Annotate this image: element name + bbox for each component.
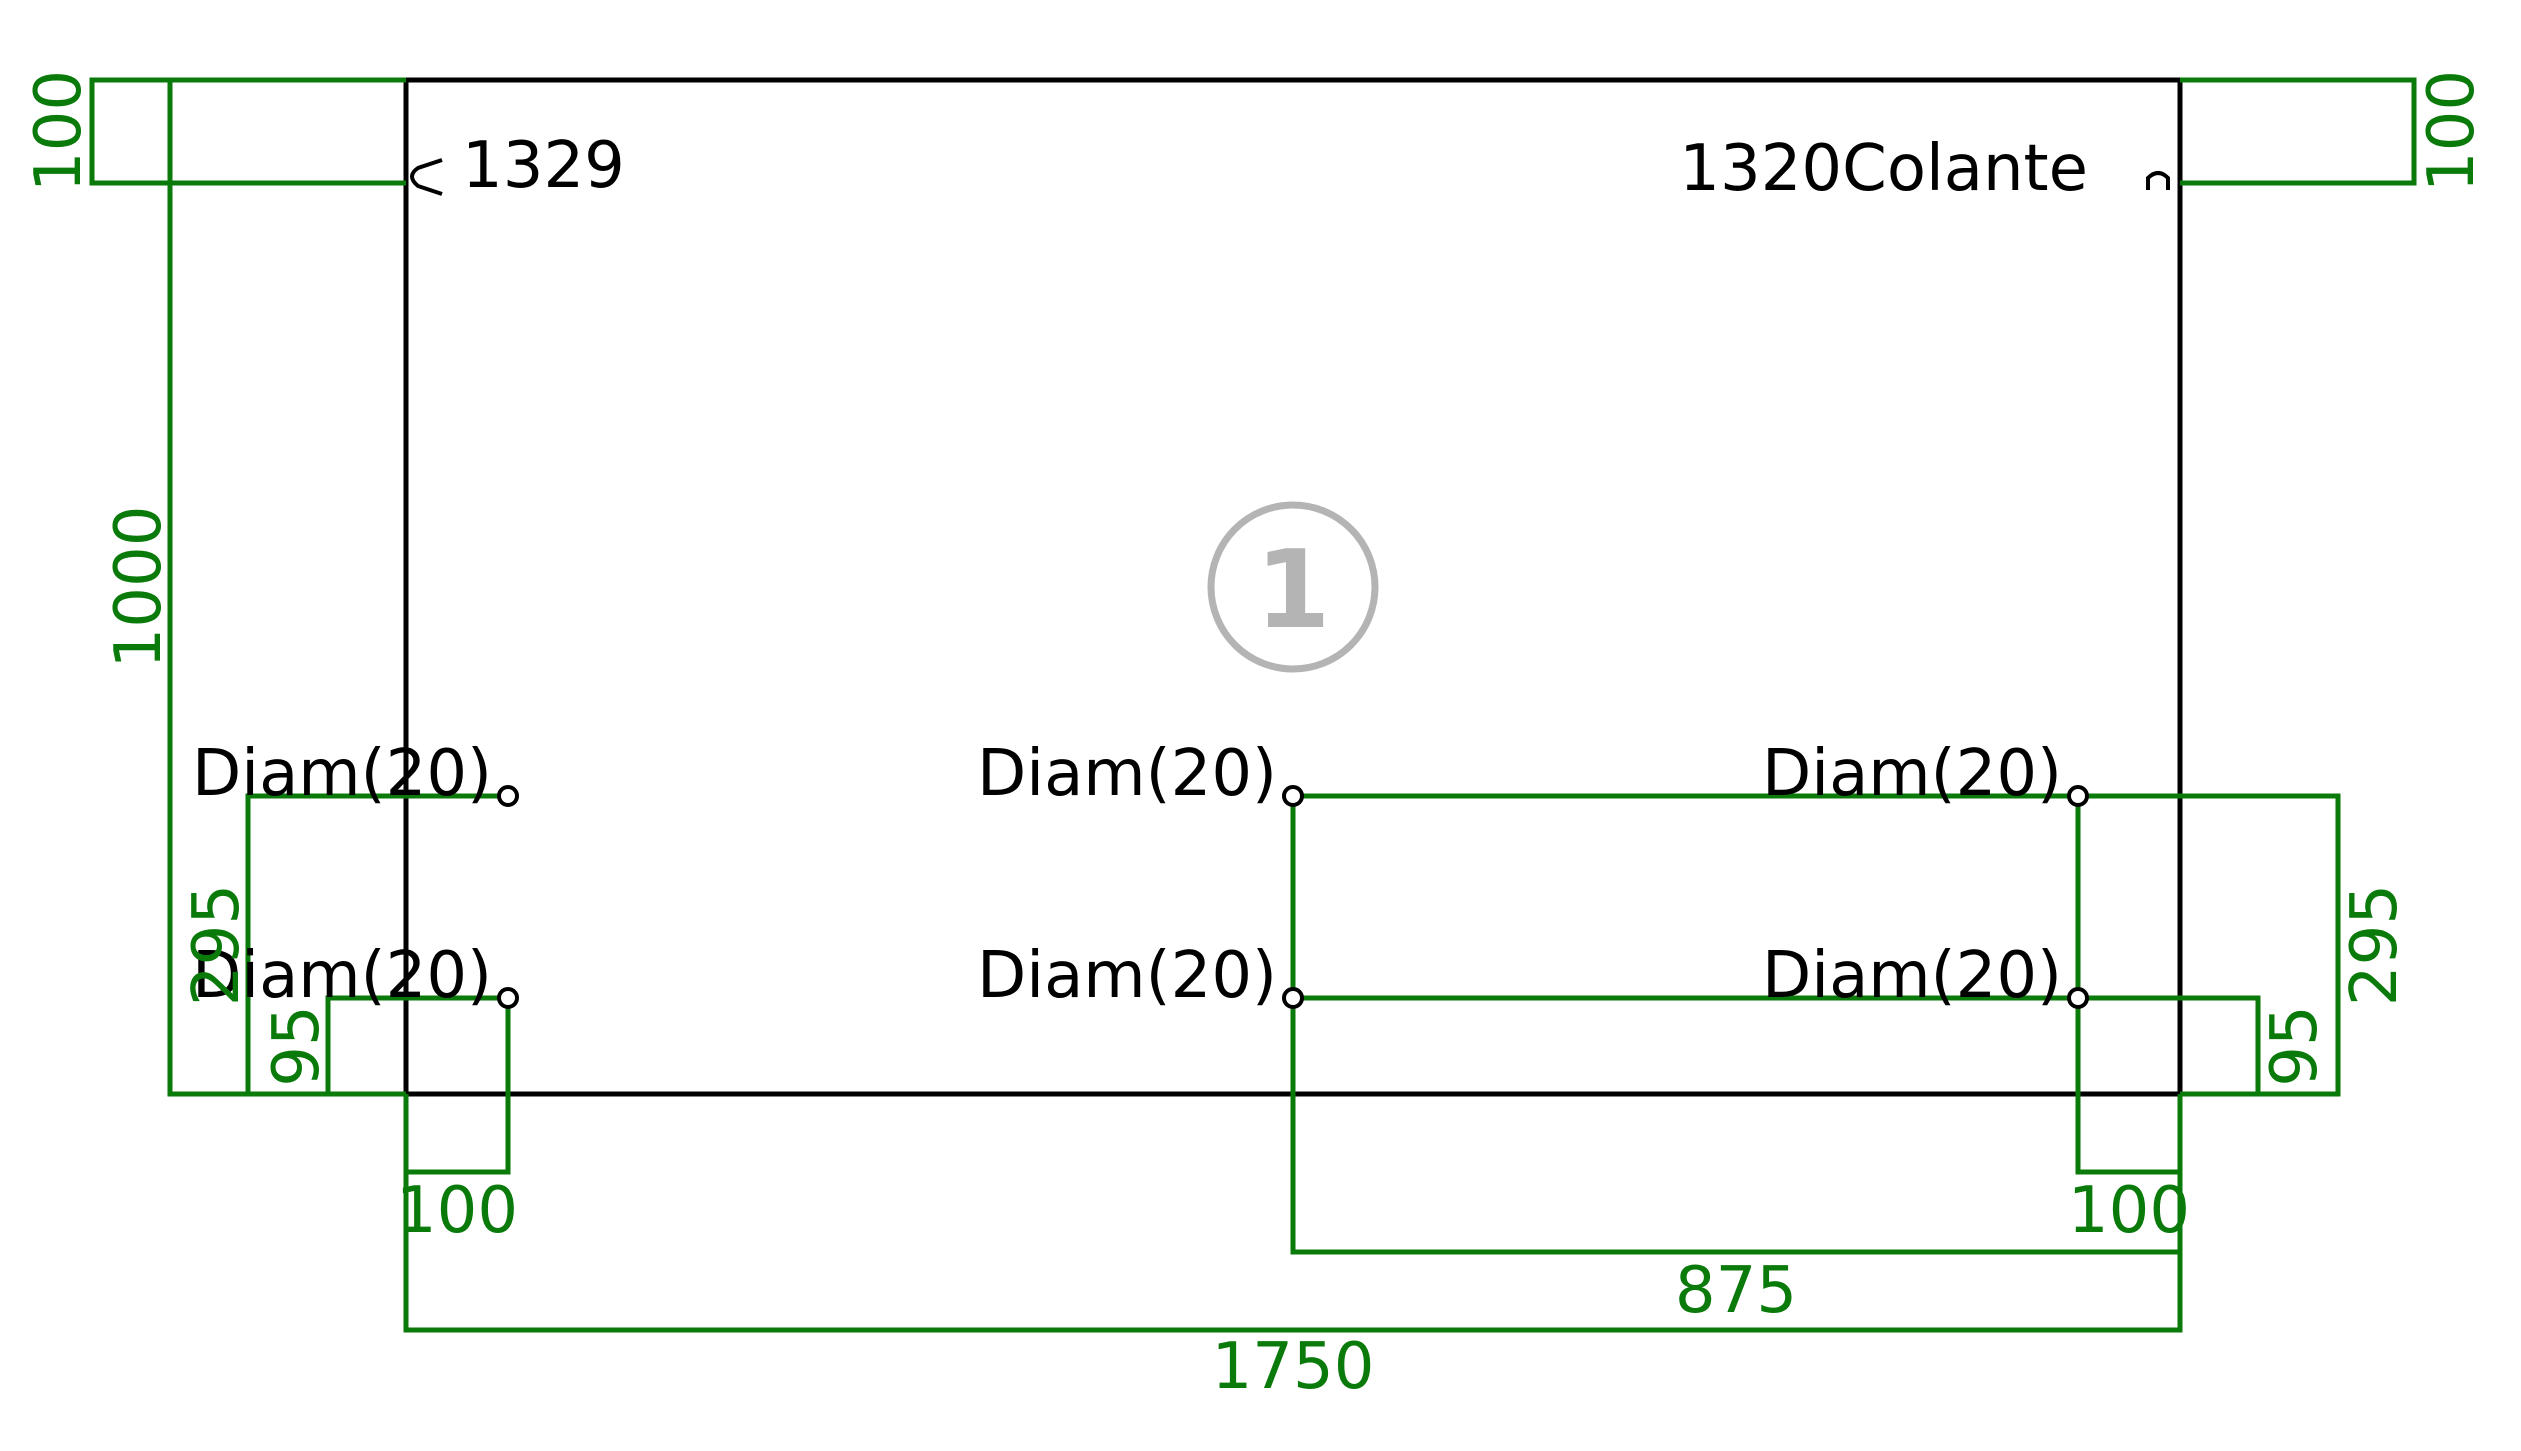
dim-right-hole-inset bbox=[2075, 796, 2183, 1175]
hole-label-top-left: Diam(20) bbox=[192, 737, 492, 811]
dim-text-total-height: 1000 bbox=[102, 506, 176, 669]
dim-left-lower-hole bbox=[325, 995, 508, 1097]
edge-marker-left-icon bbox=[410, 158, 443, 196]
hole-label-top-right: Diam(20) bbox=[1762, 737, 2062, 811]
hole-bottom-center bbox=[1282, 987, 1304, 1009]
dim-text-center-offset: 875 bbox=[1675, 1254, 1797, 1328]
holes bbox=[497, 785, 2089, 1009]
edge-marker-right-icon bbox=[2146, 171, 2170, 190]
dim-left-hole-inset bbox=[403, 998, 511, 1175]
dimension-texts: 100 100 1000 295 95 295 95 100 100 875 1… bbox=[22, 70, 2489, 1404]
dim-text-left-top-offset: 100 bbox=[22, 70, 96, 192]
hole-bottom-left bbox=[497, 987, 519, 1009]
dim-text-right-top-offset: 100 bbox=[2415, 70, 2489, 192]
hole-top-center bbox=[1282, 785, 1304, 807]
hole-label-top-center: Diam(20) bbox=[977, 737, 1277, 811]
dim-total-width bbox=[403, 1094, 2183, 1333]
label-1320colante: 1320Colante bbox=[1679, 132, 2088, 206]
dim-text-total-width: 1750 bbox=[1212, 1330, 1375, 1404]
dim-text-right-hole-inset: 100 bbox=[2068, 1174, 2190, 1248]
hole-label-bottom-center: Diam(20) bbox=[977, 939, 1277, 1013]
dimension-lines bbox=[89, 77, 2417, 1333]
dim-text-right-lower-hole: 95 bbox=[2258, 1005, 2332, 1086]
dim-text-left-lower-hole: 95 bbox=[260, 1005, 334, 1086]
part-badge-number: 1 bbox=[1255, 528, 1330, 653]
hole-bottom-right bbox=[2067, 987, 2089, 1009]
dim-text-right-upper-hole: 295 bbox=[2338, 884, 2412, 1006]
hole-label-bottom-left: Diam(20) bbox=[192, 939, 492, 1013]
dim-text-left-upper-hole: 295 bbox=[180, 884, 254, 1006]
dim-text-left-hole-inset: 100 bbox=[396, 1174, 518, 1248]
dim-center-offset bbox=[1290, 796, 2183, 1255]
part-badge bbox=[1207, 501, 1379, 673]
hole-top-left bbox=[497, 785, 519, 807]
dim-left-top-offset bbox=[89, 77, 406, 186]
label-1329: 1329 bbox=[462, 129, 625, 203]
hole-top-right bbox=[2067, 785, 2089, 807]
dim-right-upper-hole bbox=[2078, 793, 2341, 1097]
hole-label-bottom-right: Diam(20) bbox=[1762, 939, 2062, 1013]
dim-right-top-offset bbox=[2180, 77, 2417, 186]
